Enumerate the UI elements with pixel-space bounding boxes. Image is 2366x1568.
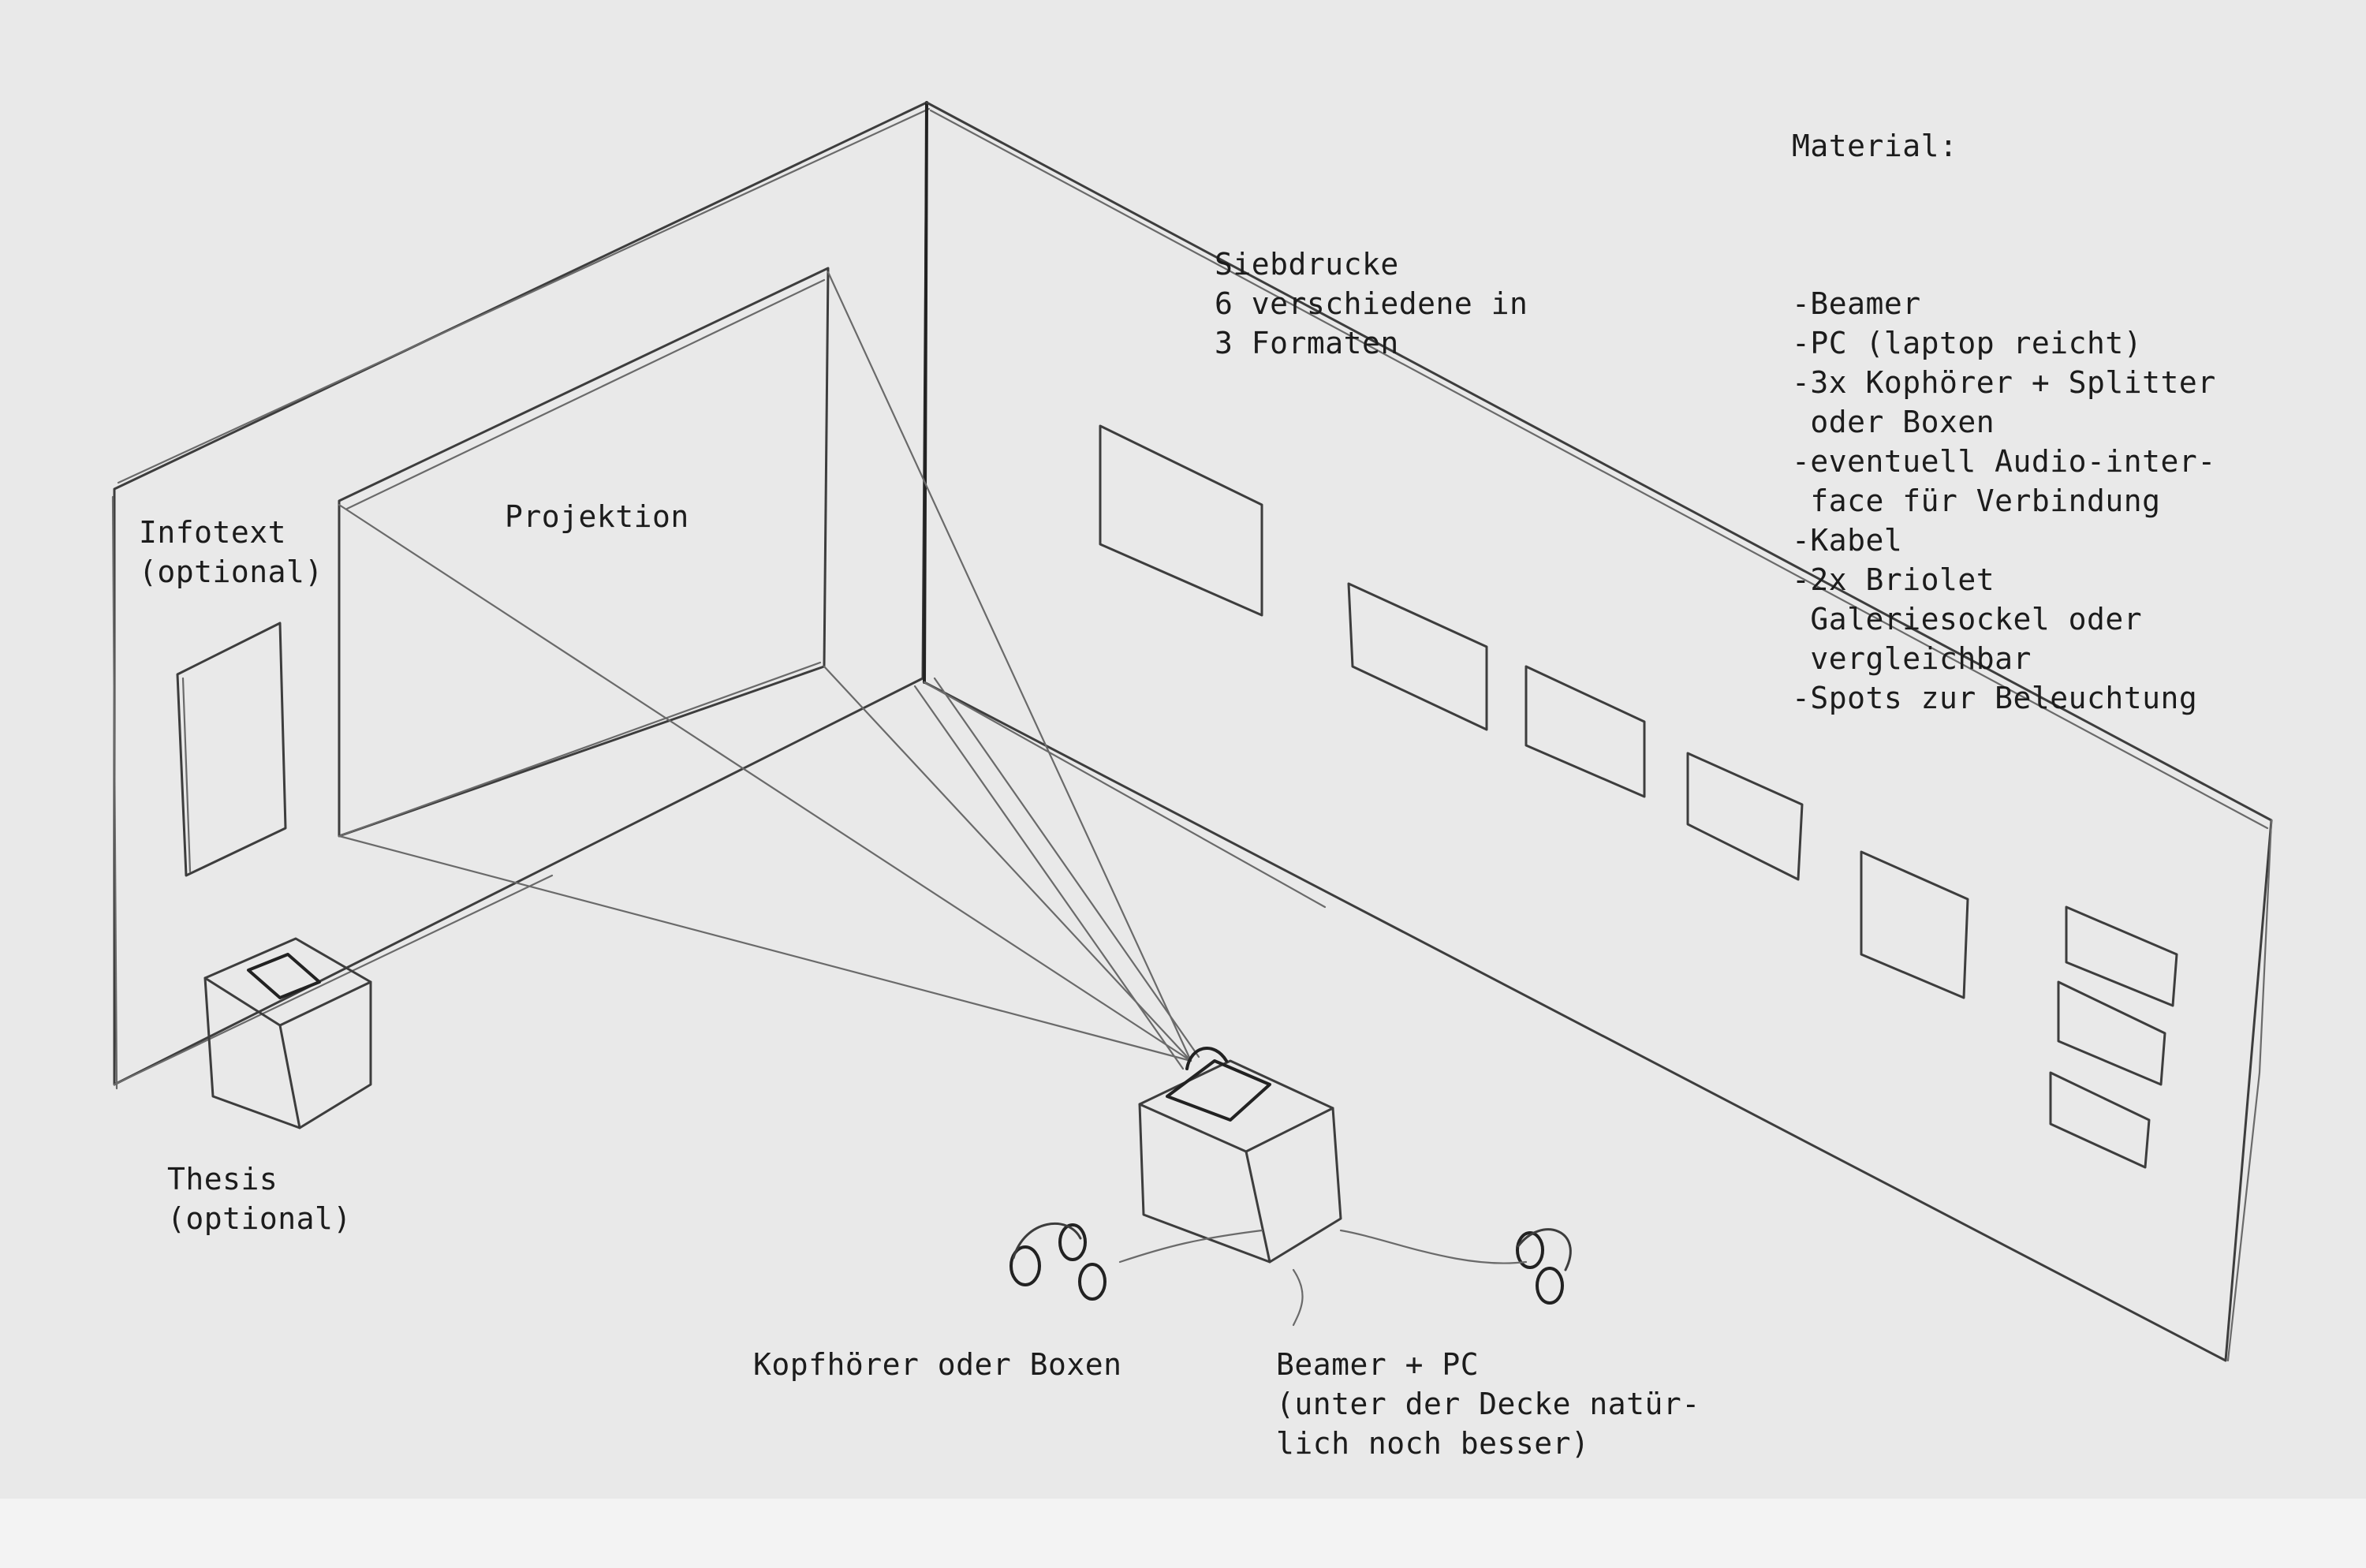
material-item: oder Boxen <box>1792 405 1995 439</box>
material-block: Material: -Beamer -PC (laptop reicht) -3x … <box>1792 47 2216 797</box>
projection-rays <box>338 271 1200 1070</box>
exhibition-sketch <box>111 101 2273 1362</box>
siebdrucke-label: Siebdrucke 6 verschiedene in 3 Formaten <box>1215 247 1528 360</box>
material-heading: Material: <box>1792 129 1958 163</box>
material-item: -Kabel <box>1792 523 1903 558</box>
right-wall <box>923 101 2273 1362</box>
sketch-sheet: Infotext (optional) Projektion Siebdruck… <box>111 47 2273 1461</box>
material-item: -Spots zur Beleuchtung <box>1792 681 2198 715</box>
material-item: vergleichbar <box>1792 641 2032 676</box>
thesis-pedestal <box>203 937 372 1129</box>
material-item: -Beamer <box>1792 286 1921 321</box>
material-item: -2x Briolet <box>1792 562 1995 597</box>
beamer-pedestal <box>1138 1047 1342 1264</box>
floor-line <box>923 681 1327 909</box>
projektion-label: Projektion <box>505 499 689 534</box>
floor-edge <box>113 874 554 1086</box>
kopfhoerer-label: Kopfhörer oder Boxen <box>753 1347 1122 1382</box>
material-item: -PC (laptop reicht) <box>1792 326 2143 360</box>
thesis-label: Thesis (optional) <box>167 1162 352 1236</box>
material-item: Galeriesockel oder <box>1792 602 2143 637</box>
material-item: -3x Kophörer + Splitter <box>1792 365 2216 400</box>
headphones <box>1009 1222 1572 1305</box>
left-wall <box>111 101 931 1090</box>
silkscreen-frames <box>1099 424 2178 1169</box>
material-list: -Beamer -PC (laptop reicht) -3x Kophörer +… <box>1792 284 2216 718</box>
infotext-label: Infotext (optional) <box>139 515 323 589</box>
material-item: -eventuell Audio-inter- <box>1792 444 2216 479</box>
material-item: face für Verbindung <box>1792 483 2161 518</box>
beamer-pc-label: Beamer + PC (unter der Decke natür- lich… <box>1276 1347 1700 1461</box>
wall-corner-edge <box>923 101 928 684</box>
cables <box>1118 1229 1528 1327</box>
infotext-panel <box>176 622 287 877</box>
